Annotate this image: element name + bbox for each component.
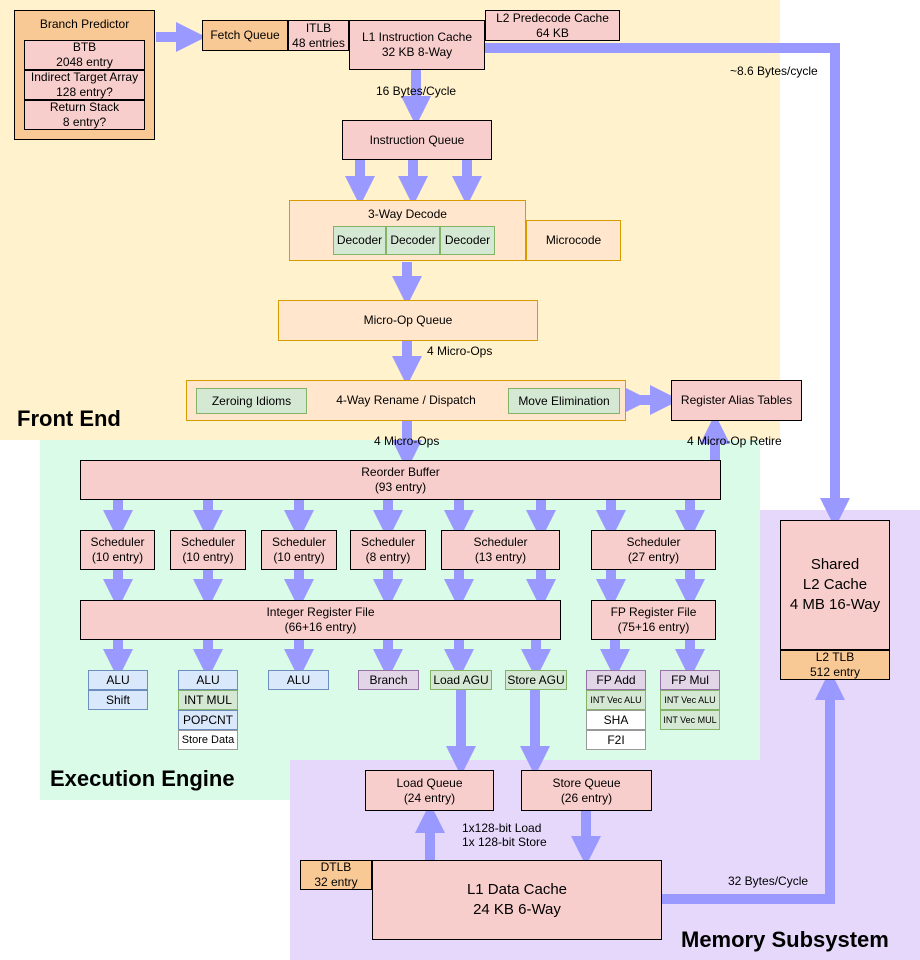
zeroing-idioms-box: Zeroing Idioms [196,388,307,414]
decoder-2: Decoder [386,226,440,255]
micro-ops-label-1: 4 Micro-Ops [427,344,493,358]
l1-data-cache: L1 Data Cache 24 KB 6-Way [372,860,662,940]
alu-2: ALU [178,670,238,690]
micro-ops-label-2: 4 Micro-Ops [374,434,440,448]
load-queue-box: Load Queue (24 entry) [365,770,494,811]
store-agu: Store AGU [505,670,567,690]
scheduler-6: Scheduler (27 entry) [591,530,716,570]
shift-unit: Shift [88,690,148,710]
l2-tlb-box: L2 TLB 512 entry [780,650,890,680]
scheduler-3: Scheduler (10 entry) [261,530,337,570]
fp-mul-unit: FP Mul [660,670,720,690]
front-end-title: Front End [17,406,121,431]
micro-op-queue-box: Micro-Op Queue [278,300,538,341]
indirect-target-array-box: Indirect Target Array 128 entry? [24,70,145,100]
int-vec-alu-1: INT Vec ALU [586,690,646,710]
execution-engine-title: Execution Engine [50,766,235,791]
instruction-queue-box: Instruction Queue [342,120,492,160]
store-data-unit: Store Data [178,730,238,750]
shared-l2-cache: Shared L2 Cache 4 MB 16-Way [780,520,890,650]
alu-3: ALU [268,670,329,690]
microcode-box: Microcode [526,220,621,261]
arrow-l1d-l2 [662,690,835,904]
btb-box: BTB 2048 entry [24,40,145,70]
int-vec-alu-2: INT Vec ALU [660,690,720,710]
return-stack-box: Return Stack 8 entry? [24,100,145,130]
ls-bandwidth-label: 1x128-bit Load 1x 128-bit Store [462,821,547,849]
alu-1: ALU [88,670,148,690]
decoder-1: Decoder [333,226,386,255]
sha-unit: SHA [586,710,646,730]
branch-predictor-title: Branch Predictor [39,17,130,31]
load-agu: Load AGU [430,670,492,690]
move-elimination-box: Move Elimination [508,388,620,414]
int-mul-unit: INT MUL [178,690,238,710]
store-queue-box: Store Queue (26 entry) [521,770,652,811]
l1d-bandwidth-label: 32 Bytes/Cycle [728,874,809,888]
decode-title: 3-Way Decode [368,207,447,221]
fp-add-unit: FP Add [586,670,646,690]
int-vec-mul: INT Vec MUL [660,710,720,730]
dtlb-box: DTLB 32 entry [300,860,372,890]
l2-bandwidth-label: ~8.6 Bytes/cycle [730,64,818,78]
f2i-unit: F2I [586,730,646,750]
reorder-buffer-box: Reorder Buffer (93 entry) [80,460,721,500]
fetch-queue-box: Fetch Queue [202,20,288,51]
memory-subsystem-title: Memory Subsystem [681,927,889,952]
itlb-box: ITLB 48 entries [288,20,349,51]
scheduler-2: Scheduler (10 entry) [170,530,246,570]
integer-register-file: Integer Register File (66+16 entry) [80,600,561,640]
fp-register-file: FP Register File (75+16 entry) [591,600,716,640]
arrow-l2-l1i-path [485,43,840,505]
decoder-3: Decoder [440,226,495,255]
scheduler-4: Scheduler (8 entry) [350,530,426,570]
l2-predecode-cache: L2 Predecode Cache 64 KB [485,10,620,41]
scheduler-1: Scheduler (10 entry) [80,530,155,570]
popcnt-unit: POPCNT [178,710,238,730]
fetch-bandwidth-label: 16 Bytes/Cycle [376,84,457,98]
register-alias-tables-box: Register Alias Tables [671,380,802,421]
branch-unit: Branch [358,670,419,690]
retire-label: 4 Micro-Op Retire [687,434,782,448]
l1-instruction-cache: L1 Instruction Cache 32 KB 8-Way [349,20,485,70]
scheduler-5: Scheduler (13 entry) [441,530,560,570]
